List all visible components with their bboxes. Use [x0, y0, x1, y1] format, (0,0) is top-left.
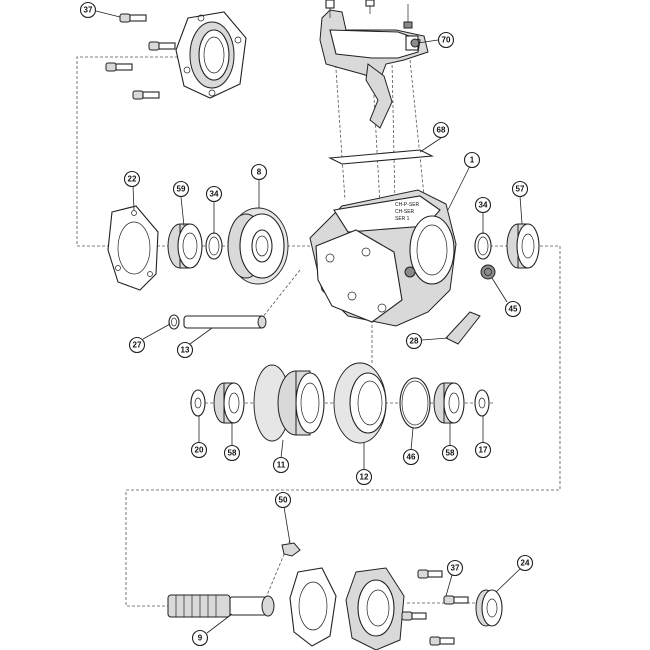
gear-11 — [253, 364, 325, 442]
cover-gasket — [328, 149, 434, 165]
callout-59: 59 — [172, 180, 190, 198]
top-bearing-retainer — [175, 11, 247, 99]
svg-text:22: 22 — [128, 175, 137, 184]
svg-text:20: 20 — [195, 446, 204, 455]
svg-text:13: 13 — [181, 346, 190, 355]
callout-24: 24 — [516, 554, 534, 572]
svg-text:37: 37 — [451, 564, 460, 573]
svg-text:28: 28 — [410, 337, 419, 346]
bearing-cup-57 — [506, 223, 540, 269]
snap-ring-34-right — [474, 232, 492, 260]
svg-text:46: 46 — [407, 453, 416, 462]
svg-text:34: 34 — [210, 190, 219, 199]
flange-gasket-22 — [107, 205, 159, 291]
callout-9: 9 — [191, 629, 209, 647]
assembly-guide-lines — [76, 54, 561, 607]
seal-24 — [475, 589, 503, 627]
callout-12: 12 — [355, 468, 373, 486]
bottom-bolts — [401, 569, 469, 646]
svg-text:24: 24 — [521, 559, 530, 568]
washer-20 — [190, 389, 206, 417]
washer-17 — [474, 389, 490, 417]
gear-12 — [333, 362, 387, 444]
bearing-cone-59 — [167, 223, 203, 269]
svg-text:57: 57 — [516, 185, 525, 194]
svg-text:27: 27 — [133, 341, 142, 350]
svg-text:50: 50 — [279, 496, 288, 505]
bearing-58-right — [433, 382, 465, 424]
output-shaft-9 — [167, 594, 275, 618]
callout-labels: 37 70 68 1 22 59 34 8 34 57 45 13 27 28 … — [79, 1, 534, 647]
callout-68: 68 — [432, 121, 450, 139]
housing-marking-line-3: SER 1 — [395, 216, 410, 222]
svg-text:37: 37 — [84, 6, 93, 15]
callout-50: 50 — [274, 491, 292, 509]
retainer-bolts — [105, 13, 176, 100]
svg-text:17: 17 — [479, 446, 488, 455]
callout-20: 20 — [190, 441, 208, 459]
callout-34-right: 34 — [474, 196, 492, 214]
callout-57: 57 — [511, 180, 529, 198]
callout-34-left: 34 — [205, 185, 223, 203]
housing-marking: CH-P-SER CH-SER SER 1 — [395, 202, 420, 222]
plug-45 — [480, 264, 496, 280]
o-ring-27 — [168, 314, 180, 330]
key-50 — [281, 542, 301, 557]
callout-70: 70 — [437, 31, 455, 49]
callout-37-bottom: 37 — [446, 559, 464, 577]
callout-58-left: 58 — [223, 444, 241, 462]
callout-8: 8 — [250, 163, 268, 181]
callout-13: 13 — [176, 341, 194, 359]
callout-1: 1 — [463, 151, 481, 169]
svg-text:68: 68 — [437, 126, 446, 135]
idler-shaft-13 — [183, 315, 267, 329]
housing-marking-line-1: CH-P-SER — [395, 202, 420, 208]
callout-45: 45 — [504, 300, 522, 318]
svg-text:9: 9 — [198, 634, 203, 643]
callout-27: 27 — [128, 336, 146, 354]
snap-ring-46 — [399, 377, 431, 429]
bottom-gasket — [289, 567, 337, 647]
callout-37-top: 37 — [79, 1, 97, 19]
svg-text:45: 45 — [509, 305, 518, 314]
svg-text:8: 8 — [257, 168, 262, 177]
callout-22: 22 — [123, 170, 141, 188]
leader-lines — [95, 10, 523, 634]
plate-28 — [445, 311, 481, 345]
svg-text:59: 59 — [177, 185, 186, 194]
shift-cover-assembly — [319, 0, 429, 129]
snap-ring-34-left — [205, 232, 223, 260]
bottom-retainer — [345, 567, 405, 650]
callout-11: 11 — [272, 456, 290, 474]
callout-17: 17 — [474, 441, 492, 459]
svg-text:70: 70 — [442, 36, 451, 45]
callout-28: 28 — [405, 332, 423, 350]
callout-46: 46 — [402, 448, 420, 466]
svg-text:34: 34 — [479, 201, 488, 210]
svg-text:1: 1 — [470, 156, 475, 165]
svg-text:58: 58 — [446, 449, 455, 458]
gear-8 — [227, 207, 289, 285]
svg-text:58: 58 — [228, 449, 237, 458]
svg-text:12: 12 — [360, 473, 369, 482]
callout-58-right: 58 — [441, 444, 459, 462]
main-housing — [309, 189, 457, 327]
bearing-58-left — [213, 382, 245, 424]
housing-marking-line-2: CH-SER — [395, 209, 415, 215]
svg-text:11: 11 — [277, 461, 286, 470]
